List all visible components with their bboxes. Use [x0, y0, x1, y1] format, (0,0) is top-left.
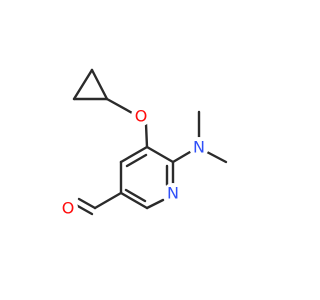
bond-aldehyde-co-double: [74, 203, 94, 216]
bond-c4-c5-double: [125, 153, 148, 168]
atom-oxygen-aldehyde: O: [58, 198, 78, 218]
bond-c2-c3-double: [124, 188, 147, 203]
bond-c4-c5: [119, 145, 149, 164]
atom-nitrogen-amine: N: [189, 137, 209, 157]
bond-cyclopropyl-2: [90, 68, 109, 101]
atom-oxygen-ether: O: [131, 106, 151, 126]
atom-label-oxygen-aldehyde: O: [62, 199, 75, 218]
bond-cyclopropyl-oxygen: [105, 97, 136, 116]
bond-amine-methyl-right: [205, 150, 228, 164]
bond-ring-amine: [171, 150, 192, 164]
bond-c2-c3: [119, 191, 149, 210]
bond-n1-c2: [145, 198, 165, 210]
bond-aldehyde-co: [77, 197, 97, 210]
bond-cyclopropyl-1: [72, 68, 94, 101]
bond-ring-aldehyde: [93, 191, 123, 210]
bond-c5-c6: [145, 145, 175, 164]
atom-label-nitrogen-ring: N: [167, 184, 179, 203]
bond-oxygen-ring: [144, 122, 149, 149]
atom-label-oxygen-ether: O: [135, 107, 148, 126]
atom-label-nitrogen-amine: N: [193, 138, 205, 157]
chemical-structure-diagram: O N N O: [58, 68, 228, 218]
atom-nitrogen-ring: N: [163, 183, 183, 203]
cyclopropyl-group: [72, 68, 109, 101]
pyridine-ring: [119, 145, 175, 210]
